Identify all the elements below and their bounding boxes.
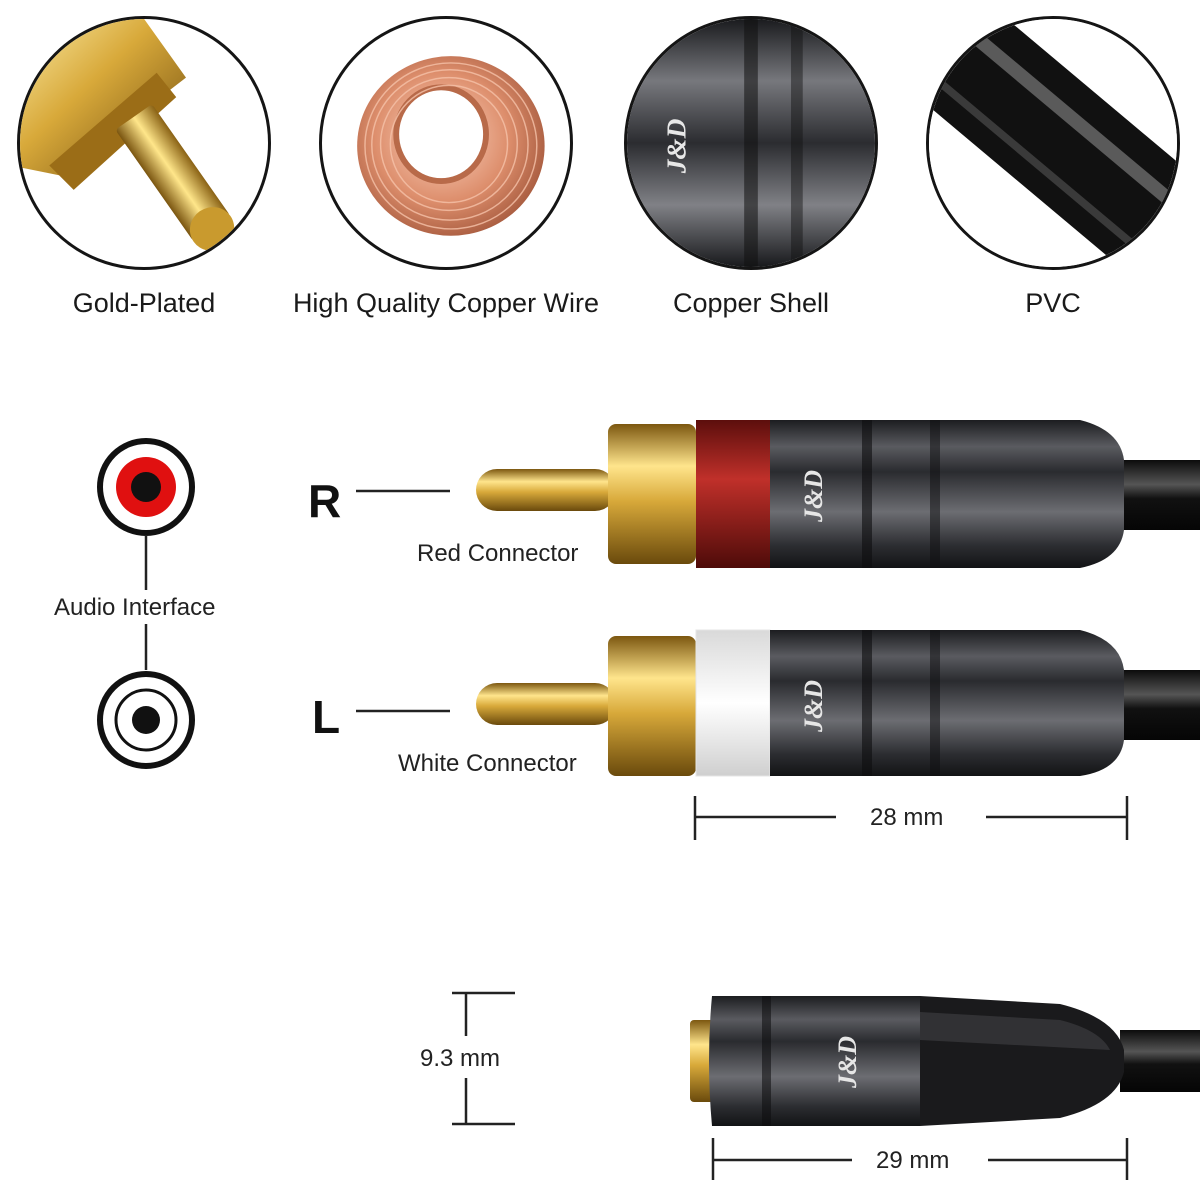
white-rca-plug: J&D xyxy=(476,629,1200,777)
red-jack-icon xyxy=(97,438,195,536)
female-jack-plug: J&D xyxy=(690,996,1200,1126)
gold-pin-icon xyxy=(20,19,235,251)
feature-circle-copper-shell: J&D xyxy=(624,16,878,270)
left-channel-label: L xyxy=(312,691,341,743)
jack-length-value: 29 mm xyxy=(876,1147,950,1174)
red-rca-plug: J&D xyxy=(476,420,1200,568)
rca-length-value: 28 mm xyxy=(870,804,944,831)
brand-logo-text: J&D xyxy=(799,470,828,523)
shell-closeup-icon: J&D xyxy=(627,19,875,267)
right-channel-label: R xyxy=(308,475,342,527)
feature-label-gold-plated: Gold-Plated xyxy=(72,288,216,318)
white-connector-label: White Connector xyxy=(398,750,577,777)
copper-coil-icon xyxy=(357,56,545,236)
brand-logo-text: J&D xyxy=(662,118,692,174)
jack-diameter-dimension xyxy=(452,991,515,1126)
brand-logo-text: J&D xyxy=(799,680,828,733)
audio-interface-label: Audio Interface xyxy=(54,594,216,621)
feature-label-copper-shell: Copper Shell xyxy=(672,288,830,318)
feature-label-pvc: PVC xyxy=(1025,288,1081,318)
jack-length-dimension xyxy=(711,1138,1129,1180)
pvc-cable-icon xyxy=(929,19,1177,267)
rca-length-dimension xyxy=(693,796,1129,840)
feature-circle-gold-plated xyxy=(17,16,271,270)
white-jack-icon xyxy=(97,671,195,769)
feature-label-copper-wire: High Quality Copper Wire xyxy=(292,288,600,318)
feature-circle-copper-wire xyxy=(319,16,573,270)
red-connector-label: Red Connector xyxy=(417,540,579,567)
feature-circle-pvc xyxy=(926,16,1180,270)
brand-logo-text: J&D xyxy=(833,1036,862,1089)
jack-diameter-value: 9.3 mm xyxy=(420,1045,501,1072)
